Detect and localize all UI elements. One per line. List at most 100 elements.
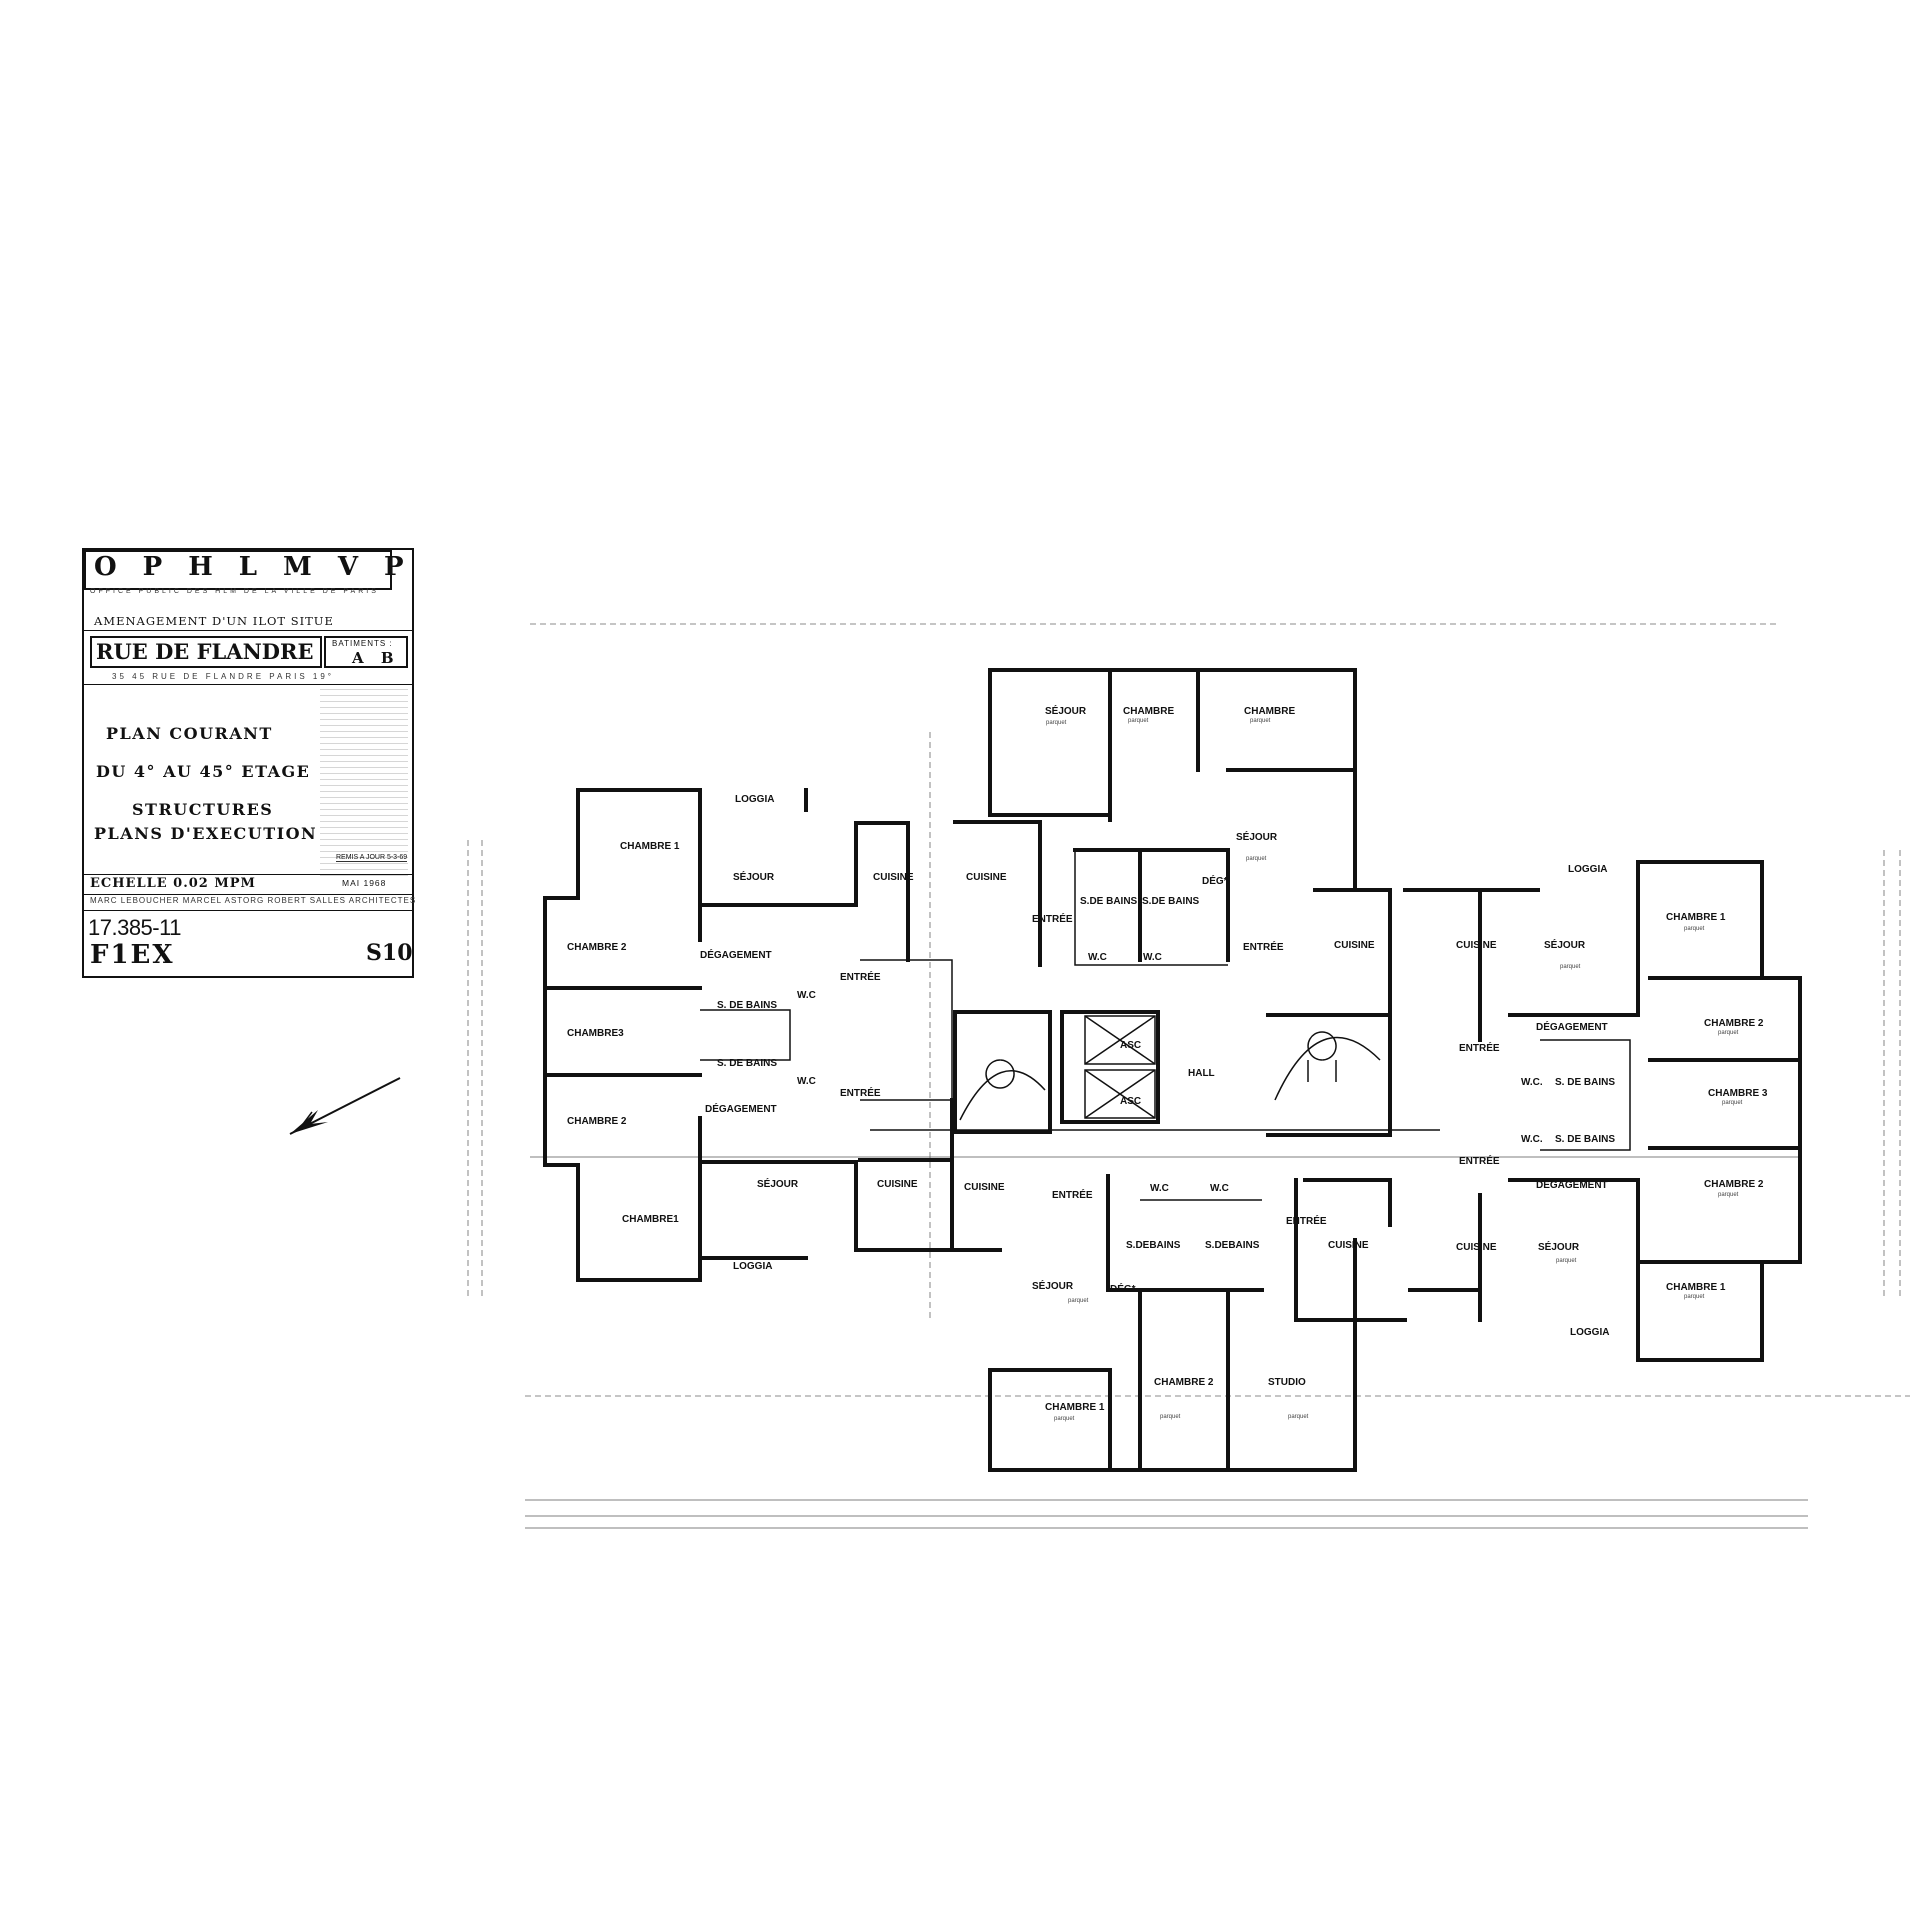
update-note: REMIS A JOUR 5-3-69 — [336, 854, 408, 862]
address: 35 45 RUE DE FLANDRE PARIS 19° — [112, 672, 334, 681]
scale-label: ECHELLE 0.02 MPM — [90, 876, 256, 891]
project-title: AMENAGEMENT D'UN ILOT SITUE — [94, 614, 334, 628]
date-label: MAI 1968 — [342, 878, 387, 888]
svg-text:parquet: parquet — [1068, 1298, 1089, 1304]
room-label: SÉJOUR — [1544, 938, 1586, 951]
room-label: W.C — [797, 1076, 816, 1087]
room-label: CHAMBRE 2 — [567, 942, 627, 953]
room-label: DÉGAGEMENT — [1536, 1178, 1608, 1191]
room-label: DÉGAGEMENT — [705, 1102, 777, 1115]
room-label: ENTRÉE — [1243, 940, 1284, 953]
svg-text:parquet: parquet — [1246, 856, 1267, 862]
north-wing — [953, 668, 1392, 967]
org-acronym: OPHLMVP — [94, 552, 430, 582]
room-label: HALL — [1188, 1068, 1215, 1079]
room-label: S. DE BAINS — [1555, 1134, 1615, 1145]
room-label: S. DE BAINS — [717, 1000, 777, 1011]
room-label: ASC — [1120, 1040, 1141, 1051]
room-label: ENTRÉE — [1459, 1154, 1500, 1167]
plan-title-line: PLANS D'EXECUTION — [94, 824, 318, 843]
svg-text:parquet: parquet — [1288, 1414, 1309, 1420]
svg-text:parquet: parquet — [1250, 718, 1271, 724]
svg-text:parquet: parquet — [1046, 720, 1067, 726]
room-label: CHAMBRE — [1244, 706, 1295, 717]
svg-text:parquet: parquet — [1560, 964, 1581, 970]
divider — [84, 874, 412, 875]
room-label: S.DEBAINS — [1205, 1240, 1260, 1251]
room-label: LOGGIA — [1570, 1327, 1609, 1338]
dimension-lines — [467, 623, 1910, 1529]
svg-text:parquet: parquet — [1054, 1416, 1075, 1422]
room-label: CHAMBRE 2 — [1704, 1018, 1764, 1029]
room-label: DÉG* — [1202, 874, 1228, 887]
svg-text:parquet: parquet — [1128, 718, 1149, 724]
drawing-number: 17.385-11 — [88, 915, 181, 940]
room-label: W.C — [1210, 1183, 1229, 1194]
svg-text:parquet: parquet — [1718, 1192, 1739, 1198]
room-label: LOGGIA — [733, 1261, 772, 1272]
room-label: CHAMBRE 3 — [1708, 1088, 1768, 1099]
room-label: W.C — [1143, 952, 1162, 963]
buildings-label: BATIMENTS : — [332, 639, 393, 648]
room-label: W.C. — [1521, 1077, 1543, 1088]
divider — [84, 894, 412, 895]
title-block: OPHLMVP OFFICE PUBLIC DES HLM DE LA VILL… — [82, 548, 415, 978]
org-full-name: OFFICE PUBLIC DES HLM DE LA VILLE DE PAR… — [90, 588, 379, 595]
room-label: CHAMBRE 1 — [1666, 912, 1726, 923]
room-label: CHAMBRE 1 — [620, 841, 680, 852]
south-wing — [988, 1174, 1407, 1472]
room-label: LOGGIA — [735, 794, 774, 805]
divider — [84, 630, 412, 631]
room-label: LOGGIA — [1568, 864, 1607, 875]
hatched-area — [320, 686, 408, 876]
room-label: DÉGAGEMENT — [1536, 1020, 1608, 1033]
room-label: CUISINE — [1334, 940, 1375, 951]
room-label: ENTRÉE — [1286, 1214, 1327, 1227]
sheet-number: S10 — [366, 940, 413, 966]
divider — [84, 684, 412, 685]
room-label: CUISINE — [1456, 1242, 1497, 1253]
svg-text:parquet: parquet — [1718, 1030, 1739, 1036]
svg-text:parquet: parquet — [1160, 1414, 1181, 1420]
room-labels: CHAMBRE 1 LOGGIA SÉJOUR CUISINE CUISINE … — [567, 704, 1768, 1413]
floor-notes: parquet parquet parquet parquet parquet … — [1046, 718, 1743, 1422]
room-label: CHAMBRE1 — [622, 1214, 679, 1225]
room-label: SÉJOUR — [1032, 1279, 1074, 1292]
room-label: S. DE BAINS — [1555, 1077, 1615, 1088]
divider — [84, 910, 412, 911]
svg-text:parquet: parquet — [1684, 1294, 1705, 1300]
room-label: ENTRÉE — [1459, 1041, 1500, 1054]
room-label: CHAMBRE 1 — [1045, 1402, 1105, 1413]
room-label: S.DE BAINS — [1142, 896, 1200, 907]
room-label: SÉJOUR — [1045, 704, 1087, 717]
room-label: CHAMBRE 2 — [567, 1116, 627, 1127]
room-label: CUISINE — [1456, 940, 1497, 951]
drawing-code: F1EX — [90, 940, 175, 970]
room-label: ENTRÉE — [840, 1086, 881, 1099]
street-box: RUE DE FLANDRE — [90, 636, 322, 668]
room-label: W.C — [797, 990, 816, 1001]
room-label: CHAMBRE 2 — [1154, 1377, 1214, 1388]
room-label: CUISINE — [877, 1179, 918, 1190]
room-label: S. DE BAINS — [717, 1058, 777, 1069]
room-label: W.C — [1088, 952, 1107, 963]
room-label: SÉJOUR — [1538, 1240, 1580, 1253]
room-label: DÉGAGEMENT — [700, 948, 772, 961]
room-label: SÉJOUR — [1236, 830, 1278, 843]
room-label: DÉG* — [1110, 1282, 1136, 1295]
north-arrow-icon — [289, 1077, 401, 1135]
east-wing — [1388, 860, 1802, 1362]
svg-text:parquet: parquet — [1556, 1258, 1577, 1264]
plan-title-line: STRUCTURES — [132, 800, 274, 819]
room-label: S.DE BAINS — [1080, 896, 1138, 907]
room-label: CHAMBRE 2 — [1704, 1179, 1764, 1190]
plan-title-line: PLAN COURANT — [106, 724, 273, 743]
room-label: SÉJOUR — [757, 1177, 799, 1190]
buildings-value: A B — [352, 649, 400, 667]
room-label: ENTRÉE — [1052, 1188, 1093, 1201]
room-label: ASC — [1120, 1096, 1141, 1107]
room-label: CUISINE — [1328, 1240, 1369, 1251]
room-label: STUDIO — [1268, 1377, 1306, 1388]
plan-title-line: DU 4° AU 45° ETAGE — [96, 762, 311, 781]
org-acronym-box: OPHLMVP OFFICE PUBLIC DES HLM DE LA VILL… — [84, 550, 404, 595]
